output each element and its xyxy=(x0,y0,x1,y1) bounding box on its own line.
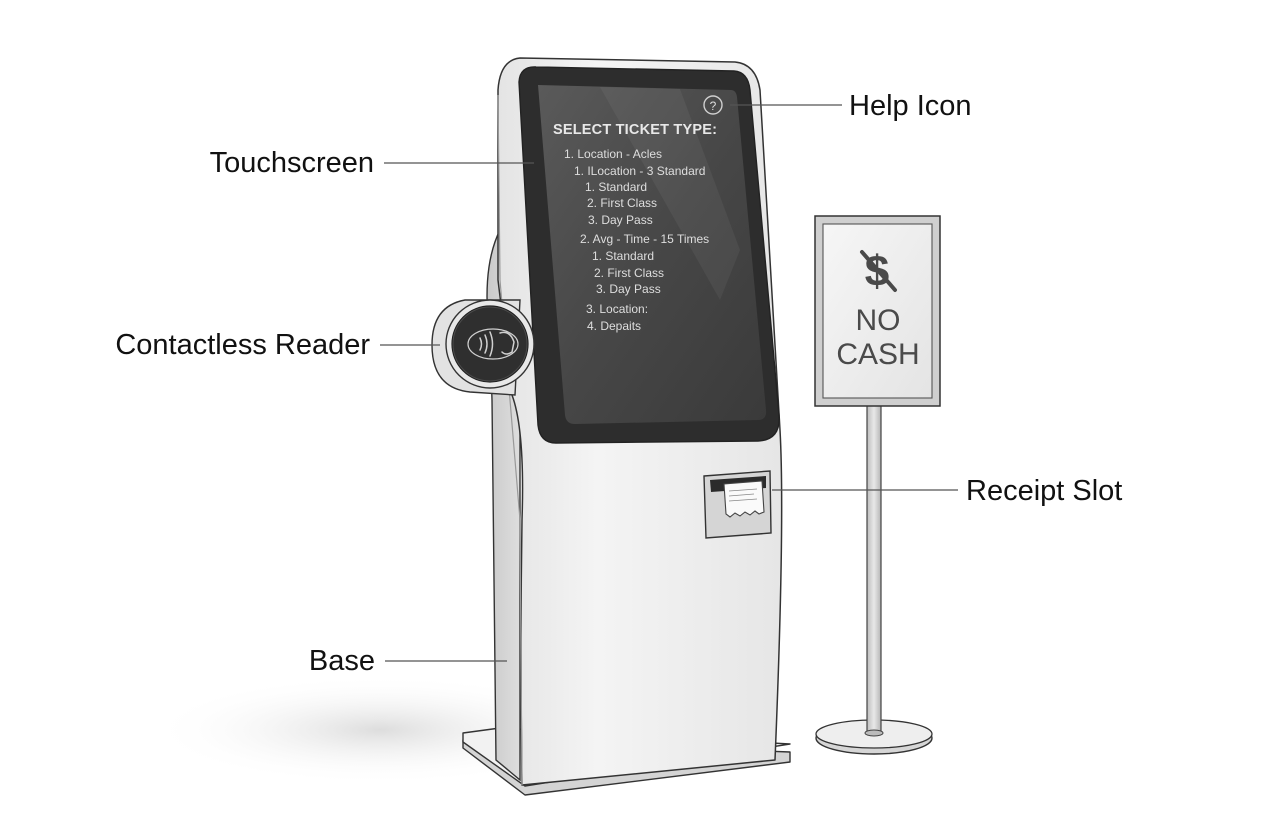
menu-item[interactable]: 2. First Class xyxy=(587,196,657,210)
sign-pole xyxy=(866,399,882,735)
help-glyph: ? xyxy=(710,99,717,113)
menu-item[interactable]: 2. First Class xyxy=(594,266,664,280)
touchscreen[interactable] xyxy=(538,85,767,424)
menu-item[interactable]: 1. Standard xyxy=(592,249,654,263)
callout-label: Base xyxy=(309,645,375,677)
sign-line-2: CASH xyxy=(836,338,919,371)
contactless-reader[interactable] xyxy=(431,299,535,396)
callout-touchscreen: Touchscreen xyxy=(210,147,534,179)
menu-item[interactable]: 3. Location: xyxy=(586,302,648,316)
callout-label: Receipt Slot xyxy=(966,475,1122,507)
no-dollar-icon: $ xyxy=(860,247,897,296)
menu-item[interactable]: 1. Standard xyxy=(585,180,647,194)
menu-item[interactable]: 2. Avg - Time - 15 Times xyxy=(580,232,709,246)
menu-item[interactable]: 1. Location - Acles xyxy=(564,147,662,161)
receipt-paper xyxy=(723,480,765,518)
ticket-menu: 1. Location - Acles 1. ILocation - 3 Sta… xyxy=(564,147,709,333)
sign-line-1: NO xyxy=(856,304,901,337)
menu-item[interactable]: 3. Day Pass xyxy=(588,213,653,227)
no-cash-sign: $ NO CASH xyxy=(814,215,941,755)
callout-receipt-slot: Receipt Slot xyxy=(772,475,1122,507)
kiosk: ? SELECT TICKET TYPE: 1. Location - Acle… xyxy=(431,57,791,796)
callout-label: Touchscreen xyxy=(210,147,374,179)
contactless-icon xyxy=(467,328,519,360)
menu-item[interactable]: 4. Depaits xyxy=(587,319,641,333)
screen-title: SELECT TICKET TYPE: xyxy=(553,122,717,138)
help-icon[interactable]: ? xyxy=(703,95,723,115)
menu-item[interactable]: 3. Day Pass xyxy=(596,282,661,296)
callout-label: Help Icon xyxy=(849,90,972,122)
receipt-slot[interactable] xyxy=(703,470,772,539)
callout-base: Base xyxy=(309,645,507,677)
callout-contactless-reader: Contactless Reader xyxy=(115,329,440,361)
menu-item[interactable]: 1. ILocation - 3 Standard xyxy=(574,164,705,178)
callout-help-icon: Help Icon xyxy=(730,90,972,122)
callout-label: Contactless Reader xyxy=(115,329,370,361)
